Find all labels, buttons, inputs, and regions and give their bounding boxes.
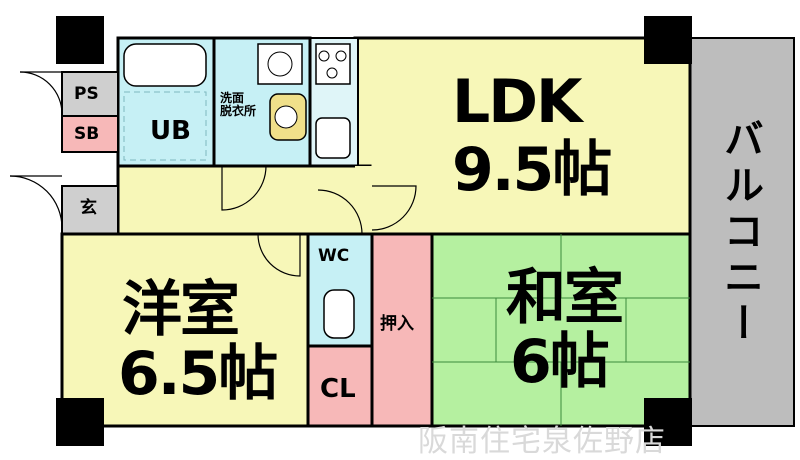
balcony-area (689, 37, 795, 427)
ldk-name-label: LDK (452, 67, 583, 137)
oshiire-label: 押入 (380, 314, 414, 334)
bath-label: UB (150, 116, 191, 146)
stove (315, 43, 351, 85)
entrance-label: 玄 (80, 198, 97, 218)
bathtub (123, 43, 207, 87)
japanese-name-label: 和室 (506, 263, 624, 333)
room-entrance (61, 185, 119, 235)
watermark-text: 阪南住宅泉佐野店 (418, 424, 666, 459)
structural-columns (56, 16, 692, 446)
hallway (116, 164, 372, 236)
tatami-lines (432, 234, 690, 426)
western-size-label: 6.5帖 (118, 339, 278, 409)
closet-label: CL (320, 374, 356, 404)
washroom-label: 洗面 脱衣所 (220, 91, 257, 118)
room-ps (61, 71, 119, 117)
hall-extension (355, 166, 415, 234)
balcony-label: バルコニー (717, 118, 763, 348)
washing-machine (257, 43, 303, 85)
sb-label: SB (74, 124, 100, 144)
room-western (60, 232, 310, 428)
japanese-size-label: 6帖 (510, 327, 610, 397)
sink (315, 117, 351, 159)
ldk-size-label: 9.5帖 (452, 135, 612, 205)
toilet-label: WC (318, 246, 350, 266)
room-sb (61, 115, 119, 153)
western-name-label: 洋室 (122, 275, 240, 345)
room-closet (306, 344, 374, 428)
ps-label: PS (74, 84, 99, 104)
door-swings (9, 71, 417, 277)
toilet-fixture (323, 289, 355, 339)
